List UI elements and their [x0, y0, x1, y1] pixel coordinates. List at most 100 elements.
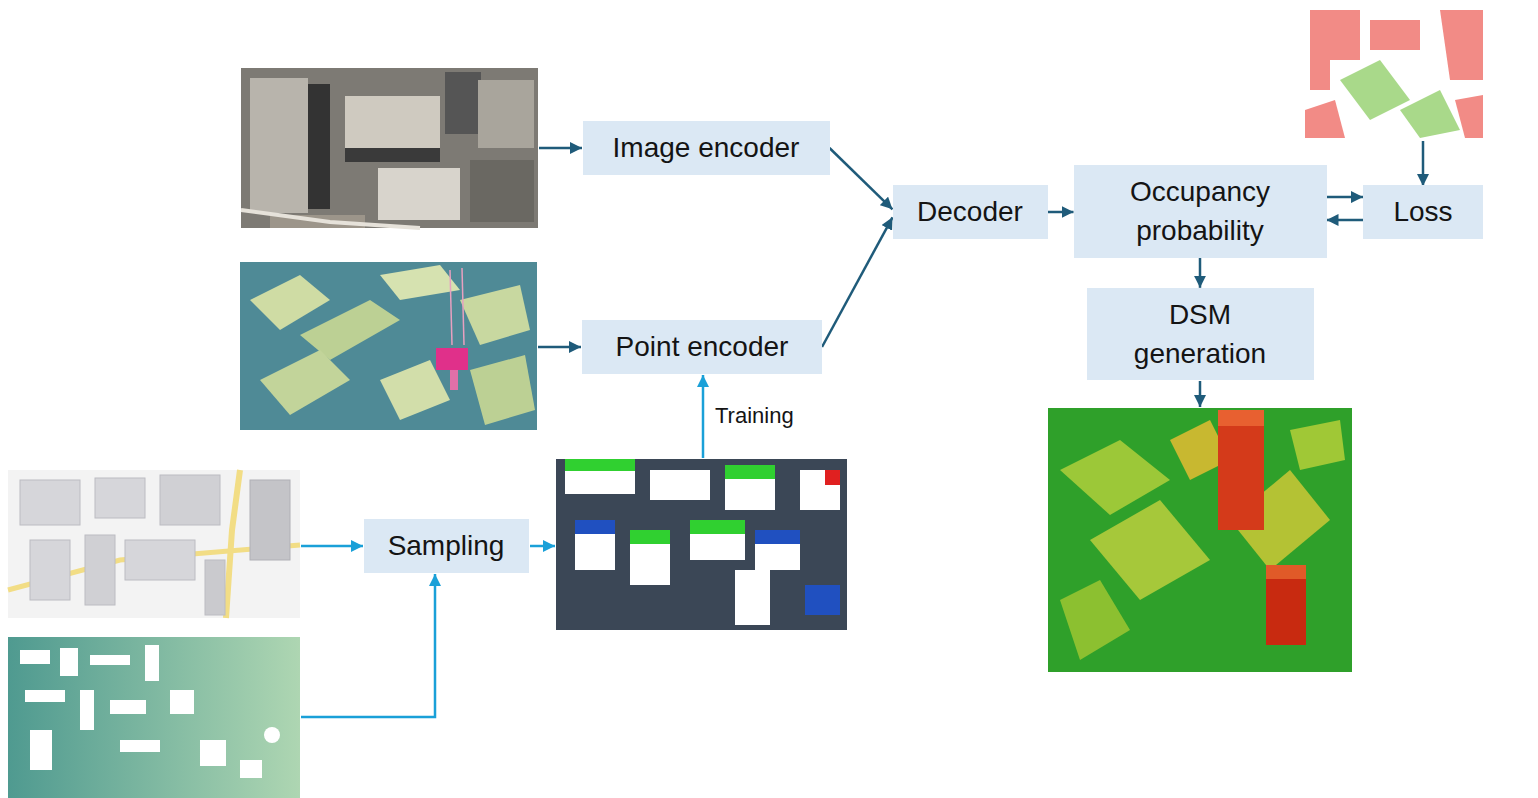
box-label: Image encoder: [613, 128, 800, 167]
box-label: DSM generation: [1110, 295, 1290, 373]
height-map-image: [20, 650, 50, 664]
flow-arrow: [538, 346, 581, 349]
city-model-image: [226, 470, 240, 618]
training-sample-image: [805, 585, 840, 615]
dsm-image: [1290, 420, 1345, 470]
dsm-image: [1048, 408, 1352, 672]
height-map-image: [200, 740, 226, 766]
process-box: DSM generation: [1087, 288, 1314, 380]
training-sample-image: [725, 465, 775, 510]
height-map-image: [170, 690, 194, 714]
city-model-image: [8, 470, 300, 618]
height-map-image: [80, 690, 94, 730]
city-model-image: [20, 480, 80, 525]
aerial-image: [478, 80, 534, 148]
process-box: Point encoder: [582, 320, 822, 373]
process-box: Occupancy probability: [1074, 165, 1327, 258]
dsm-image: [1218, 410, 1264, 530]
aerial-image: [250, 78, 308, 213]
height-map-image: [30, 730, 52, 770]
flow-arrow: [1327, 196, 1364, 199]
point-cloud-image: [450, 370, 458, 390]
aerial-image: [470, 160, 534, 222]
city-model-image: [95, 478, 145, 518]
training-sample-image: [825, 470, 840, 485]
training-sample-image: [650, 470, 710, 500]
city-model-image: [30, 540, 70, 600]
height-map-image: [90, 655, 130, 665]
city-model-image: [125, 540, 195, 580]
training-sample-image: [735, 570, 770, 625]
height-map-image: [60, 648, 78, 676]
flow-arrow: [530, 545, 555, 548]
height-map-image: [8, 637, 300, 798]
process-box: Loss: [1363, 185, 1483, 238]
aerial-image: [378, 168, 460, 220]
height-map-image: [264, 727, 280, 743]
aerial-image: [241, 68, 538, 228]
dsm-image: [1048, 408, 1352, 672]
training-sample-image: [630, 530, 670, 585]
aerial-image: [241, 210, 420, 228]
city-model-image: [8, 470, 300, 618]
training-sample-image: [755, 530, 800, 544]
training-sample-image: [690, 520, 745, 560]
flow-arrow: [301, 545, 363, 548]
flow-arrow: [1327, 219, 1364, 222]
height-map-image: [110, 700, 146, 714]
reference-map-image: [1400, 90, 1460, 138]
box-label: Sampling: [388, 526, 505, 565]
point-cloud-image: [240, 262, 537, 430]
flow-arrow: [702, 375, 705, 458]
point-cloud-image: [470, 355, 535, 425]
reference-map-image: [1303, 8, 1483, 140]
point-cloud-image: [250, 275, 330, 330]
height-map-image: [8, 637, 300, 798]
flow-arrow: [539, 147, 582, 150]
training-sample-image: [565, 459, 635, 494]
reference-map-image: [1303, 8, 1483, 140]
flow-arrow: [1199, 381, 1202, 407]
reference-map-image: [1340, 60, 1410, 120]
box-label: Occupancy probability: [1088, 172, 1313, 250]
flow-arrow: [830, 148, 893, 209]
box-label: Point encoder: [616, 327, 789, 366]
training-sample-image: [556, 459, 847, 630]
reference-map-image: [1370, 20, 1420, 50]
flow-arrow: [822, 217, 893, 347]
city-model-image: [85, 535, 115, 605]
training-sample-image: [575, 520, 615, 534]
city-model-image: [205, 560, 225, 615]
flow-label: Training: [712, 403, 797, 429]
training-sample-image: [690, 520, 745, 534]
dsm-image: [1090, 500, 1210, 600]
aerial-image: [445, 72, 481, 134]
process-box: Sampling: [364, 519, 529, 572]
training-sample-image: [725, 465, 775, 479]
reference-map-image: [1305, 100, 1345, 138]
training-sample-image: [800, 470, 840, 510]
point-cloud-image: [436, 348, 468, 370]
training-sample-image: [755, 530, 800, 570]
aerial-image: [345, 148, 440, 162]
city-model-image: [250, 480, 290, 560]
flow-arrow: [301, 141, 1423, 717]
dsm-image: [1060, 580, 1130, 660]
dsm-image: [1266, 565, 1306, 579]
point-cloud-image: [380, 265, 460, 300]
point-cloud-image: [460, 285, 530, 345]
aerial-image: [345, 96, 440, 148]
dsm-image: [1218, 410, 1264, 426]
height-map-image: [240, 760, 262, 778]
height-map-image: [145, 645, 159, 681]
flow-arrow: [1048, 211, 1074, 214]
flow-arrow: [1199, 258, 1202, 288]
point-cloud-image: [450, 270, 452, 345]
box-label: Decoder: [917, 192, 1023, 231]
process-box: Image encoder: [583, 121, 830, 174]
reference-map-image: [1455, 95, 1483, 138]
point-cloud-image: [260, 350, 350, 415]
aerial-image: [308, 84, 330, 209]
city-model-image: [160, 475, 220, 525]
